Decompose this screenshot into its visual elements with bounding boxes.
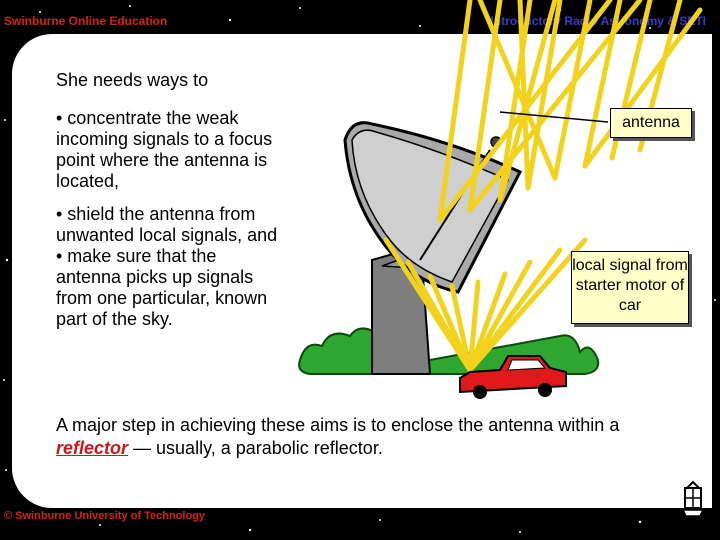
bullet-item: • make sure that the antenna picks up si… [56,246,268,329]
antenna-label: antenna [610,108,692,138]
bottom-text-after: — usually, a parabolic reflector. [128,438,383,458]
bottom-text-before: A major step in achieving these aims is … [56,415,620,435]
university-crest-icon [681,480,705,517]
bullet-item: • concentrate the weak incoming signals … [56,108,273,191]
local-signal-label: local signal from starter motor of car [571,251,689,324]
bottom-paragraph: A major step in achieving these aims is … [56,414,696,460]
reflector-link[interactable]: reflector [56,438,129,458]
footer-copyright: © Swinburne University of Technology [4,510,206,522]
header-right-title: Introductory Radio Astronomy & SETI [490,14,706,28]
bullet-list: • concentrate the weak incoming signals … [56,108,286,342]
bullet-item: • shield the antenna from unwanted local… [56,204,278,245]
car-illustration [459,355,567,399]
intro-text: She needs ways to [56,70,209,90]
header-left-title: Swinburne Online Education [4,14,168,28]
